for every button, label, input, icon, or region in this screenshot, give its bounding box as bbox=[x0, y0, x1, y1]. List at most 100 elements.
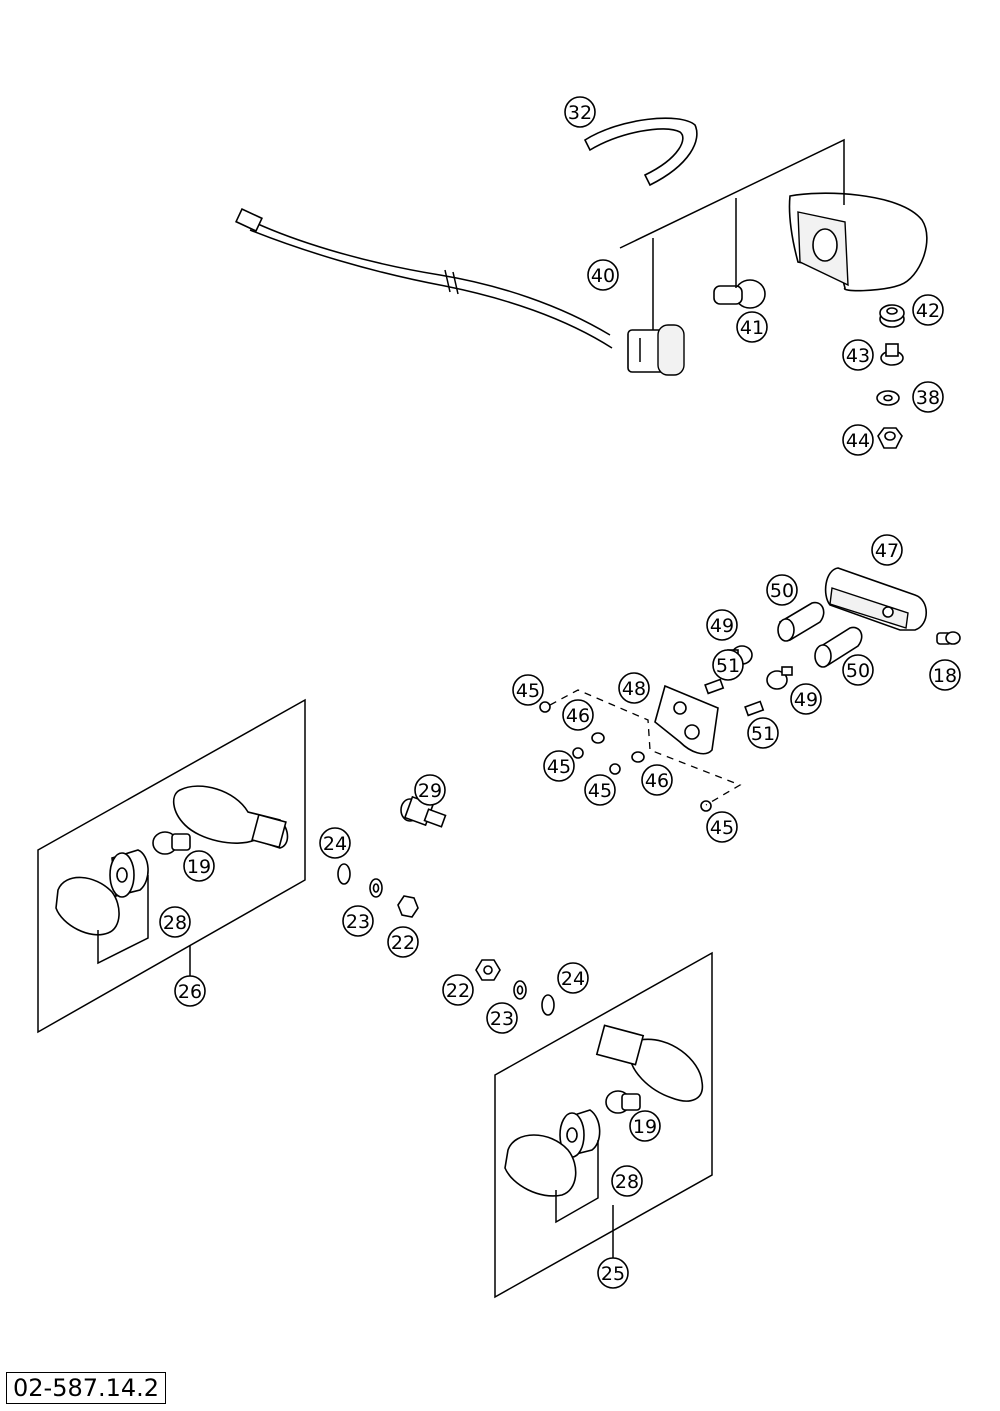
svg-text:40: 40 bbox=[591, 265, 615, 287]
lens-right bbox=[504, 1134, 577, 1197]
callout-23-b: 23 bbox=[486, 1002, 518, 1034]
drawing-number: 02-587.14.2 bbox=[6, 1372, 167, 1404]
svg-text:29: 29 bbox=[418, 780, 442, 802]
callout-19-left: 19 bbox=[183, 850, 215, 882]
svg-text:19: 19 bbox=[633, 1116, 657, 1138]
callout-22-b: 22 bbox=[442, 974, 474, 1006]
callout-45-a: 45 bbox=[512, 674, 544, 706]
bushing-50-top bbox=[777, 601, 825, 642]
svg-text:24: 24 bbox=[323, 833, 347, 855]
callout-47: 47 bbox=[871, 534, 903, 566]
turn-signal-housing-left bbox=[172, 785, 289, 849]
callout-22-a: 22 bbox=[387, 926, 419, 958]
grommet-42 bbox=[879, 304, 905, 328]
callout-45-d: 45 bbox=[706, 811, 738, 843]
svg-text:22: 22 bbox=[446, 980, 470, 1002]
nut-44 bbox=[877, 427, 903, 449]
screw-51-top bbox=[704, 678, 725, 695]
svg-text:22: 22 bbox=[391, 932, 415, 954]
svg-text:32: 32 bbox=[568, 102, 592, 124]
callout-46-a: 46 bbox=[562, 699, 594, 731]
lens-left bbox=[55, 876, 120, 936]
bulb-18 bbox=[936, 631, 961, 645]
svg-text:28: 28 bbox=[163, 912, 187, 934]
washers-nuts-right-stack bbox=[475, 959, 555, 1016]
callout-40: 40 bbox=[587, 259, 619, 291]
svg-text:43: 43 bbox=[846, 345, 870, 367]
svg-text:19: 19 bbox=[187, 856, 211, 878]
turn-signal-housing-right bbox=[595, 1024, 704, 1102]
callout-50-bottom: 50 bbox=[842, 654, 874, 686]
callout-45-b: 45 bbox=[543, 750, 575, 782]
svg-text:26: 26 bbox=[178, 981, 202, 1003]
svg-text:42: 42 bbox=[916, 300, 940, 322]
bulb-19-left bbox=[152, 831, 191, 855]
callout-49-bottom: 49 bbox=[790, 683, 822, 715]
svg-text:49: 49 bbox=[710, 615, 734, 637]
callout-18: 18 bbox=[929, 659, 961, 691]
bushing-50-bottom bbox=[814, 626, 863, 668]
tail-light-housing bbox=[788, 192, 928, 292]
screw-51-bottom bbox=[744, 700, 765, 717]
washer-38 bbox=[876, 390, 900, 406]
svg-text:46: 46 bbox=[645, 770, 669, 792]
svg-text:50: 50 bbox=[770, 580, 794, 602]
callout-46-b: 46 bbox=[641, 764, 673, 796]
callout-51-bottom: 51 bbox=[747, 717, 779, 749]
callout-51-top: 51 bbox=[712, 649, 744, 681]
svg-text:44: 44 bbox=[846, 430, 870, 452]
callout-24-a: 24 bbox=[319, 827, 351, 859]
callout-24-b: 24 bbox=[557, 962, 589, 994]
rubber-49-bottom bbox=[766, 666, 793, 690]
bracket-48 bbox=[654, 684, 719, 755]
callout-19-right: 19 bbox=[629, 1110, 661, 1142]
svg-text:24: 24 bbox=[561, 968, 585, 990]
svg-text:25: 25 bbox=[601, 1263, 625, 1285]
svg-text:49: 49 bbox=[794, 689, 818, 711]
callout-43: 43 bbox=[842, 339, 874, 371]
bulb-19-right bbox=[605, 1090, 641, 1114]
bulb-41 bbox=[713, 279, 766, 309]
callout-42: 42 bbox=[912, 294, 944, 326]
wiring-harness-32 bbox=[583, 117, 698, 187]
callout-38: 38 bbox=[912, 381, 944, 413]
bulb-socket-40 bbox=[627, 324, 685, 376]
washers-nuts-left-stack bbox=[337, 863, 419, 918]
callout-23-a: 23 bbox=[342, 905, 374, 937]
svg-text:51: 51 bbox=[716, 655, 740, 677]
svg-text:46: 46 bbox=[566, 705, 590, 727]
callout-45-c: 45 bbox=[584, 774, 616, 806]
license-light-47 bbox=[824, 567, 928, 631]
svg-text:48: 48 bbox=[622, 678, 646, 700]
svg-text:51: 51 bbox=[751, 723, 775, 745]
svg-text:41: 41 bbox=[740, 317, 764, 339]
nuts-washers-45-46 bbox=[539, 701, 712, 812]
callout-25: 25 bbox=[597, 1257, 629, 1289]
box-25 bbox=[494, 951, 713, 1299]
svg-text:47: 47 bbox=[875, 540, 899, 562]
svg-text:45: 45 bbox=[547, 756, 571, 778]
svg-text:23: 23 bbox=[490, 1008, 514, 1030]
reflector-28-left bbox=[109, 849, 149, 898]
callout-44: 44 bbox=[842, 424, 874, 456]
svg-text:38: 38 bbox=[916, 387, 940, 409]
cable-with-connector bbox=[235, 207, 613, 349]
svg-text:45: 45 bbox=[710, 817, 734, 839]
callout-41: 41 bbox=[736, 311, 768, 343]
svg-text:45: 45 bbox=[516, 680, 540, 702]
callout-26: 26 bbox=[174, 975, 206, 1007]
callout-49-top: 49 bbox=[706, 609, 738, 641]
svg-text:28: 28 bbox=[615, 1171, 639, 1193]
box-26 bbox=[37, 698, 306, 1034]
callout-28-right: 28 bbox=[611, 1165, 643, 1197]
svg-text:50: 50 bbox=[846, 660, 870, 682]
socket-29 bbox=[400, 795, 447, 828]
spacer-43 bbox=[880, 343, 904, 366]
callout-32: 32 bbox=[564, 96, 596, 128]
callout-29: 29 bbox=[414, 774, 446, 806]
svg-text:23: 23 bbox=[346, 911, 370, 933]
callout-28-left: 28 bbox=[159, 906, 191, 938]
callout-50-top: 50 bbox=[766, 574, 798, 606]
callout-48: 48 bbox=[618, 672, 650, 704]
